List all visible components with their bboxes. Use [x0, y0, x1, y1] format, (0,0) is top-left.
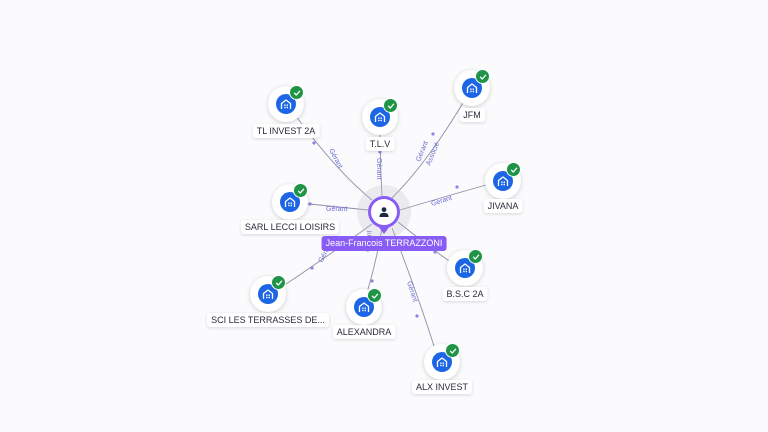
edge-jfm — [391, 90, 471, 199]
building-icon — [497, 176, 509, 186]
company-label-alx-invest[interactable]: ALX INVEST — [411, 380, 473, 394]
edge-arrow — [378, 150, 382, 154]
edge-arrow — [431, 132, 435, 136]
verified-badge — [383, 98, 398, 113]
check-icon — [387, 103, 394, 109]
edge-arrow — [433, 250, 437, 254]
edge-arrow — [415, 314, 419, 318]
edge-arrow — [308, 202, 312, 206]
building-icon — [262, 289, 274, 299]
building-icon — [284, 197, 296, 207]
verified-badge — [367, 288, 382, 303]
company-node-jivana[interactable] — [485, 162, 521, 199]
building-icon — [280, 99, 292, 109]
company-node-jfm[interactable] — [454, 69, 490, 106]
verified-badge — [506, 162, 521, 177]
company-label-alexandra[interactable]: ALEXANDRA — [332, 325, 396, 339]
edge-tl-invest-2a — [289, 107, 373, 201]
company-icon-badge — [276, 94, 296, 114]
edge-label-sarl-lecci-loisirs: Gérant — [326, 206, 347, 213]
company-icon-badge — [455, 258, 475, 278]
center-person-node[interactable] — [368, 196, 400, 228]
company-label-tlv[interactable]: T.L.V — [365, 137, 395, 151]
company-label-sci-les-terrasses[interactable]: SCI LES TERRASSES DE... — [207, 313, 329, 327]
edge-label-tlv: Gérant — [375, 158, 382, 179]
check-icon — [297, 188, 304, 194]
verified-badge — [468, 249, 483, 264]
building-icon — [466, 83, 478, 93]
building-icon — [358, 302, 370, 312]
check-icon — [371, 293, 378, 299]
check-icon — [510, 167, 517, 173]
verified-badge — [445, 343, 460, 358]
company-label-jfm[interactable]: JFM — [459, 108, 485, 122]
company-icon-badge — [280, 192, 300, 212]
check-icon — [479, 74, 486, 80]
verified-badge — [289, 85, 304, 100]
company-node-sci-les-terrasses[interactable] — [250, 275, 286, 312]
company-icon-badge — [493, 171, 513, 191]
verified-badge — [475, 69, 490, 84]
check-icon — [472, 254, 479, 260]
check-icon — [275, 280, 282, 286]
company-node-alx-invest[interactable] — [424, 343, 460, 380]
verified-badge — [293, 183, 308, 198]
company-icon-badge — [354, 297, 374, 317]
company-icon-badge — [462, 78, 482, 98]
building-icon — [374, 112, 386, 122]
center-node-pin — [378, 226, 390, 234]
company-icon-badge — [258, 284, 278, 304]
company-icon-badge — [432, 352, 452, 372]
company-node-tlv[interactable] — [362, 98, 398, 135]
company-label-bsc-2a[interactable]: B.S.C 2A — [442, 287, 488, 301]
edge-arrow — [312, 141, 316, 145]
building-icon — [459, 263, 471, 273]
check-icon — [293, 90, 300, 96]
center-person-label[interactable]: Jean-Francois TERRAZZONI — [321, 236, 447, 251]
company-label-jivana[interactable]: JIVANA — [483, 199, 523, 213]
company-label-tl-invest-2a[interactable]: TL INVEST 2A — [252, 124, 320, 138]
company-node-alexandra[interactable] — [346, 288, 382, 325]
company-node-tl-invest-2a[interactable] — [268, 85, 304, 122]
edge-label-alx-invest: Gérant — [405, 280, 418, 303]
edge-arrow — [455, 185, 459, 189]
company-icon-badge — [370, 107, 390, 127]
company-label-sarl-lecci-loisirs[interactable]: SARL LECCI LOISIRS — [240, 220, 340, 234]
person-icon — [379, 207, 389, 217]
company-node-sarl-lecci-loisirs[interactable] — [272, 183, 308, 220]
check-icon — [449, 348, 456, 354]
company-node-bsc-2a[interactable] — [447, 249, 483, 286]
building-icon — [436, 357, 448, 367]
edge-label-jivana: Gérant — [430, 195, 453, 208]
edge-arrow — [370, 279, 374, 283]
verified-badge — [271, 275, 286, 290]
edge-arrow — [310, 266, 314, 270]
